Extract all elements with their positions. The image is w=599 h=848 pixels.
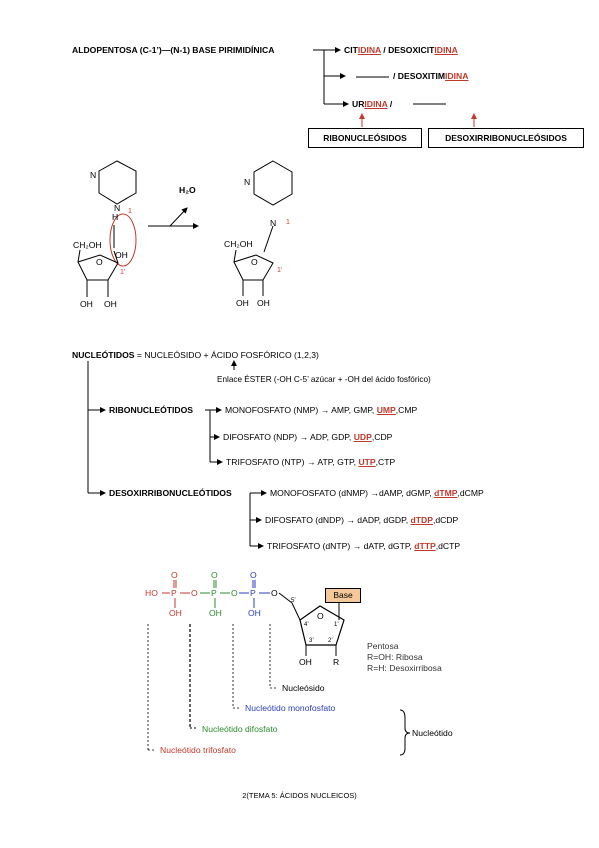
desoxi-row-tri: TRIFOSFATO (dNTP) → dATP, dGTP, dTTP,dCT… xyxy=(267,541,461,551)
row-uridina: URIDINA / xyxy=(352,99,393,109)
o-ring-right: O xyxy=(251,257,258,267)
oh-right-2: OH xyxy=(257,298,270,308)
five-prime: 5’ xyxy=(291,598,296,604)
o-green-bridge: O xyxy=(231,588,238,598)
p-red: P xyxy=(171,588,177,598)
row-timidina: / DESOXITIMIDINA xyxy=(393,71,469,81)
oh-right-1: OH xyxy=(104,299,117,309)
nucleotidos-heading: NUCLEÓTIDOS = NUCLEÓSIDO + ÁCIDO FOSFÓRI… xyxy=(72,350,319,360)
ribo-row-di: DIFOSFATO (NDP) → ADP, GDP, UDP,CDP xyxy=(223,432,393,442)
box-ribonucleosidos: RIBONUCLEÓSIDOS xyxy=(308,128,422,148)
four-prime: 4’ xyxy=(304,622,309,628)
box-desoxirribonucleosidos: DESOXIRRIBONUCLEÓSIDOS xyxy=(428,128,584,148)
desoxi-row-mono: MONOFOSFATO (dNMP) →dAMP, dGMP, dTMP,dCM… xyxy=(270,488,484,498)
one-prime: 1’ xyxy=(334,622,339,628)
one-prime-left: 1’ xyxy=(120,269,126,276)
ch2oh-right: CH₂OH xyxy=(224,239,253,249)
water-label: H₂O xyxy=(179,185,196,195)
o-blue-bridge: O xyxy=(271,588,278,598)
oh-left-1: OH xyxy=(80,299,93,309)
oh-glycosidic: OH xyxy=(115,250,128,260)
row-citidina: CITIDINA / DESOXICITIDINA xyxy=(344,45,458,55)
desoxi-row-di: DIFOSFATO (dNDP) → dADP, dGDP, dTDP,dCDP xyxy=(265,515,459,525)
o-ring: O xyxy=(317,611,324,621)
one-prime-right: 1’ xyxy=(277,267,283,274)
n-bottom: N xyxy=(114,203,121,213)
ch2oh-left: CH₂OH xyxy=(73,240,102,250)
p-blue: P xyxy=(250,588,256,598)
n-top-2: N xyxy=(244,177,251,187)
n-link: N xyxy=(270,218,277,228)
base-box: Base xyxy=(325,588,361,603)
oh-sugar: OH xyxy=(299,657,312,667)
oh-green: OH xyxy=(209,608,222,618)
ribo-row-tri: TRIFOSFATO (NTP) → ATP, GTP, UTP,CTP xyxy=(226,457,396,467)
three-prime: 3’ xyxy=(309,638,314,644)
num-1-b: 1 xyxy=(286,219,290,226)
o-blue-top: O xyxy=(250,570,257,580)
two-prime: 2’ xyxy=(328,638,333,644)
ribo-row-mono: MONOFOSFATO (NMP) → AMP, GMP, UMP,CMP xyxy=(225,405,418,415)
nucleosido-label: Nucleósido xyxy=(282,683,325,693)
trifosfato-label: Nucleótido trifosfato xyxy=(160,745,236,755)
section1-heading: ALDOPENTOSA (C-1’)—(N-1) BASE PIRIMIDÍNI… xyxy=(72,45,275,55)
o-ring-left: O xyxy=(96,257,103,267)
p-green: P xyxy=(211,588,217,598)
o-green-top: O xyxy=(211,570,218,580)
num-1: 1 xyxy=(128,208,132,215)
desoxirribosa-label: R=H: Desoxirribosa xyxy=(367,663,442,673)
n-top: N xyxy=(90,170,97,180)
oh-red: OH xyxy=(169,608,182,618)
footer: 2(TEMA 5: ÁCIDOS NUCLEICOS) xyxy=(242,791,357,800)
pentosa-label: Pentosa xyxy=(367,641,399,651)
nucleotido-label: Nucleótido xyxy=(412,728,453,738)
ho-label: HO xyxy=(145,588,158,598)
difosfato-label: Nucleótido difosfato xyxy=(202,724,278,734)
ribo-label: RIBONUCLEÓTIDOS xyxy=(109,405,194,415)
desoxi-label: DESOXIRRIBONUCLEÓTIDOS xyxy=(109,488,232,498)
r-label: R xyxy=(333,657,340,667)
o-red-top: O xyxy=(171,570,178,580)
ester-note: Enlace ÉSTER (-OH C-5’ azúcar + -OH del … xyxy=(217,375,431,384)
oh-blue: OH xyxy=(248,608,261,618)
monofosfato-label: Nucleótido monofosfato xyxy=(245,703,336,713)
h-atom: H xyxy=(112,212,119,222)
o-red-bridge: O xyxy=(191,588,198,598)
ribosa-label: R=OH: Ribosa xyxy=(367,652,423,662)
oh-left-2: OH xyxy=(236,298,249,308)
